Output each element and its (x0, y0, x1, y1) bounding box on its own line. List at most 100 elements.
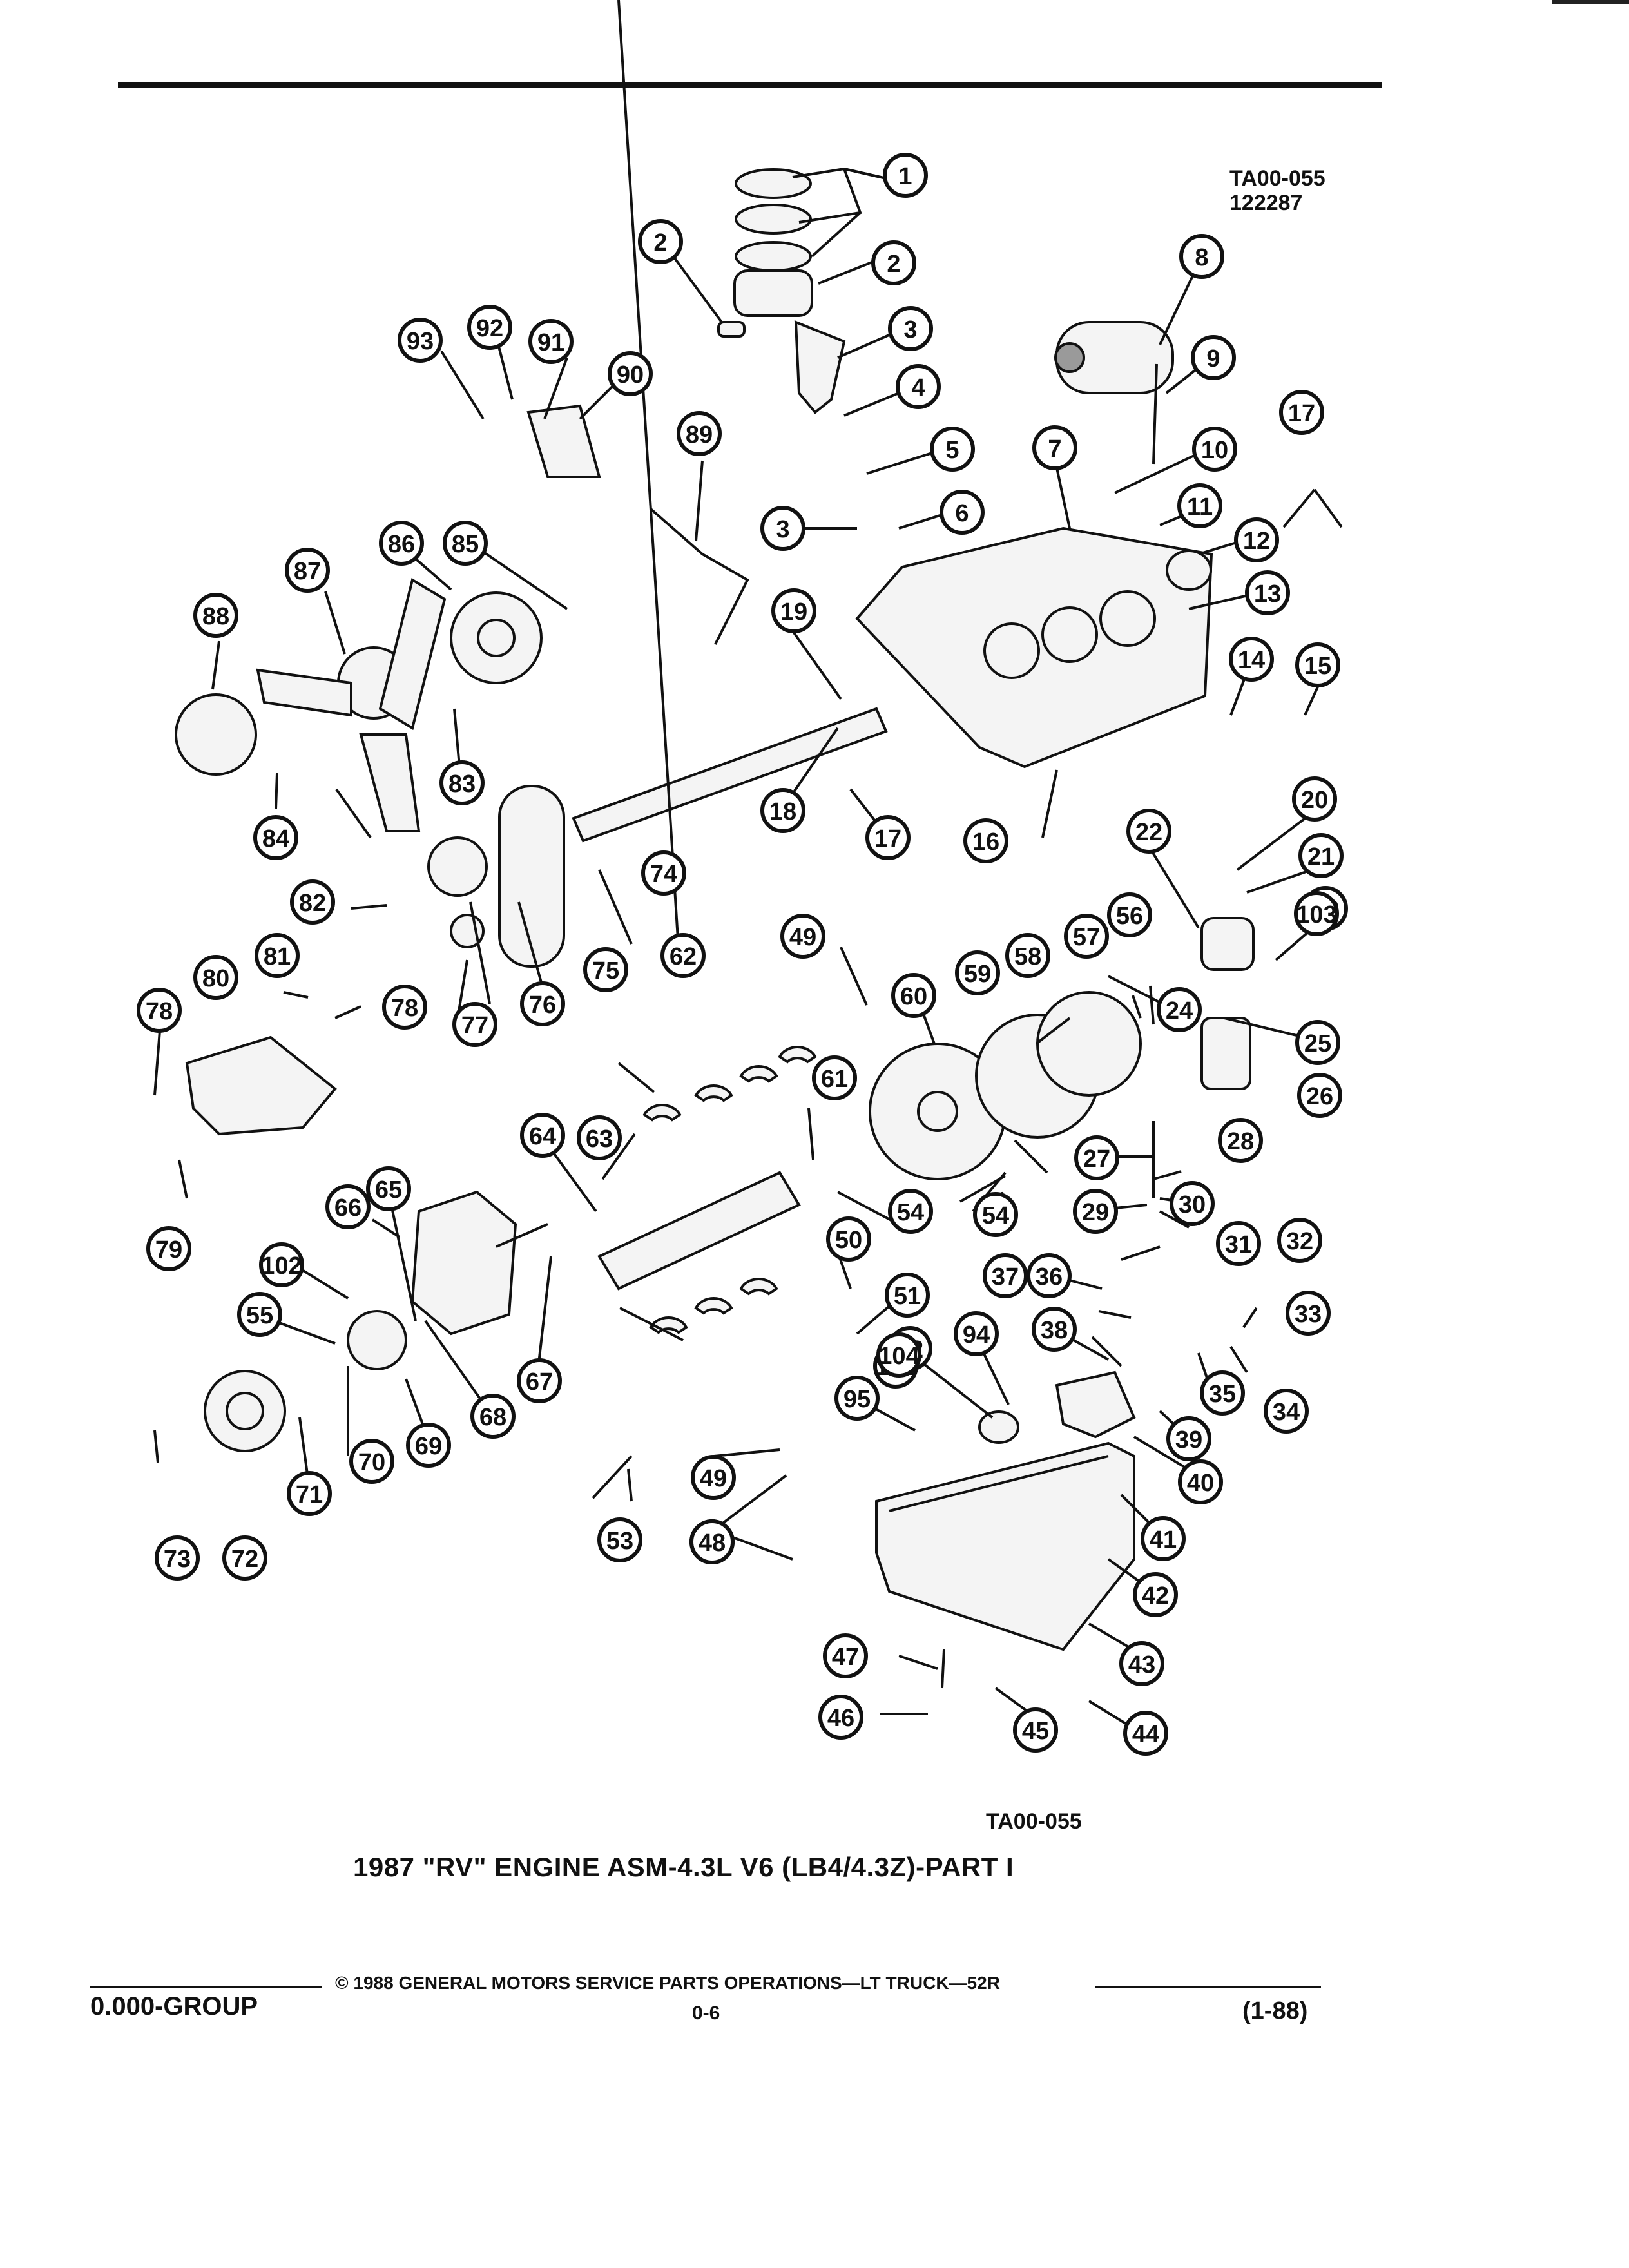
callout-6: 6 (940, 490, 985, 535)
callout-49: 49 (691, 1455, 736, 1500)
connecting-rod (794, 320, 846, 414)
callout-30: 30 (1170, 1181, 1215, 1226)
callout-number: 37 (992, 1264, 1019, 1291)
callout-27: 27 (1074, 1135, 1119, 1180)
callout-57: 57 (1064, 914, 1109, 959)
callout-8: 8 (1179, 234, 1224, 279)
callout-46: 46 (818, 1695, 863, 1740)
callout-44: 44 (1123, 1711, 1168, 1756)
callout-53: 53 (597, 1517, 642, 1562)
callout-86: 86 (379, 521, 424, 566)
callout-number: 54 (897, 1199, 924, 1226)
starter-nose (1054, 342, 1085, 373)
callout-19: 19 (771, 588, 816, 633)
callout-number: 73 (164, 1546, 191, 1573)
crankshaft (597, 1171, 801, 1291)
callout-2: 2 (638, 219, 683, 264)
callout-31: 31 (1216, 1221, 1261, 1266)
callout-number: 14 (1238, 647, 1265, 674)
timing-cover (410, 1190, 517, 1336)
callout-81: 81 (255, 933, 300, 978)
callout-13: 13 (1245, 570, 1290, 615)
callout-number: 19 (780, 599, 807, 626)
callout-94: 94 (954, 1311, 999, 1356)
callout-7: 7 (1032, 425, 1077, 470)
callout-78: 78 (137, 988, 182, 1033)
page-corner-mark (1552, 0, 1629, 4)
oil-filter (1200, 1017, 1251, 1090)
callout-number: 75 (592, 957, 619, 985)
callout-62: 62 (660, 933, 706, 978)
pressure-plate (1036, 991, 1142, 1097)
callout-number: 18 (769, 798, 796, 825)
callout-number: 50 (835, 1227, 862, 1254)
callout-90: 90 (608, 351, 653, 396)
callout-37: 37 (983, 1253, 1028, 1298)
callout-54: 54 (973, 1192, 1018, 1237)
callout-number: 10 (1201, 437, 1228, 464)
callout-number: 104 (878, 1343, 919, 1370)
callout-10: 10 (1192, 427, 1237, 472)
figure-code: TA00-055 (1229, 166, 1325, 191)
callout-24: 24 (1157, 987, 1202, 1032)
callout-number: 43 (1128, 1651, 1155, 1678)
callout-number: 68 (479, 1404, 506, 1431)
figure-code-header: TA00-055 122287 (1229, 166, 1325, 215)
callout-number: 51 (894, 1283, 921, 1310)
callout-number: 2 (653, 229, 667, 256)
oil-dipstick-tube (650, 508, 749, 645)
callout-22: 22 (1126, 809, 1171, 854)
callout-number: 8 (1195, 244, 1208, 271)
fan-blade-lower (359, 733, 421, 832)
bolt-23 (1149, 985, 1155, 1025)
callout-91: 91 (528, 319, 574, 364)
callout-number: 20 (1301, 787, 1328, 814)
callout-number: 41 (1150, 1526, 1177, 1553)
callout-103: 103 (1294, 891, 1339, 936)
bracket-91 (526, 404, 601, 478)
oil-pan-gasket (889, 1455, 1109, 1512)
callout-number: 95 (843, 1386, 871, 1413)
piston-pin (717, 321, 746, 338)
callout-49: 49 (780, 914, 825, 959)
cylinder-bore-1 (983, 622, 1040, 679)
callout-number: 40 (1187, 1470, 1214, 1497)
callout-number: 22 (1135, 819, 1162, 846)
callout-3: 3 (760, 506, 805, 551)
cylinder-bore-2 (1041, 606, 1098, 663)
callout-40: 40 (1178, 1459, 1223, 1504)
callout-number: 48 (699, 1530, 726, 1557)
top-rule (118, 82, 1382, 88)
main-bearing-1 (642, 1103, 682, 1122)
balancer-center (226, 1392, 264, 1430)
callout-32: 32 (1277, 1218, 1322, 1263)
callout-21: 21 (1298, 833, 1344, 878)
callout-number: 89 (686, 421, 713, 448)
piston-ring-1 (735, 168, 812, 199)
timing-chain (498, 785, 565, 968)
callout-3: 3 (888, 306, 933, 351)
callout-number: 63 (586, 1126, 613, 1153)
callout-number: 24 (1166, 997, 1193, 1024)
oil-pan (875, 1441, 1135, 1651)
callout-61: 61 (812, 1055, 857, 1100)
callout-89: 89 (677, 411, 722, 456)
callout-1: 1 (883, 153, 928, 198)
callout-14: 14 (1229, 637, 1274, 682)
callout-number: 2 (887, 251, 900, 278)
callout-number: 74 (650, 861, 677, 888)
callout-number: 61 (821, 1066, 848, 1093)
callout-number: 4 (911, 374, 925, 401)
callout-number: 90 (617, 361, 644, 389)
oil-pump (1055, 1370, 1136, 1439)
callout-48: 48 (689, 1519, 735, 1564)
callout-35: 35 (1200, 1370, 1245, 1416)
callout-73: 73 (155, 1535, 200, 1581)
callout-number: 72 (231, 1546, 258, 1573)
callout-number: 91 (537, 329, 564, 356)
callout-number: 44 (1132, 1721, 1159, 1748)
fan-pulley (175, 693, 257, 776)
footer-rule-right (1095, 1986, 1321, 1988)
callout-75: 75 (583, 947, 628, 992)
callout-79: 79 (146, 1226, 191, 1271)
